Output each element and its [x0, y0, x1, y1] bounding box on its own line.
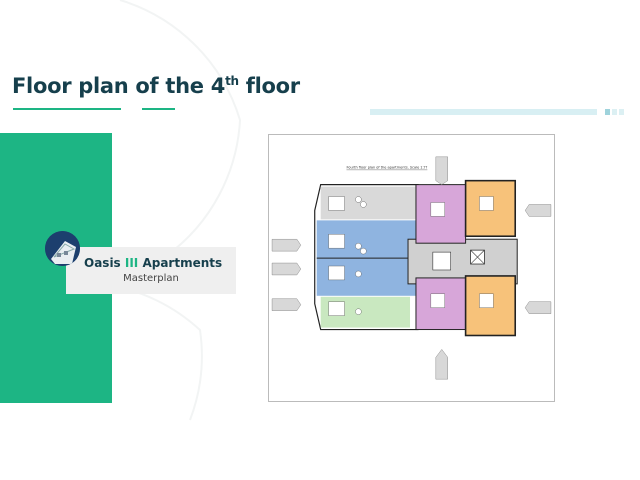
title-text-tail: floor [238, 74, 300, 98]
decorative-square [619, 109, 624, 115]
page-title: Floor plan of the 4th floor [12, 74, 300, 98]
project-name-part: Apartments [138, 256, 223, 270]
title-underline-short [142, 108, 175, 110]
apartment-tags [271, 156, 552, 380]
furniture [328, 196, 494, 316]
title-superscript: th [225, 74, 239, 88]
title-underline [13, 108, 121, 110]
decorative-bar [370, 109, 597, 115]
building-thumbnail [45, 231, 80, 266]
stairs [432, 251, 452, 271]
project-card [66, 247, 236, 294]
floor-plan-caption: Fourth floor plan of the apartments. Sca… [346, 166, 427, 170]
decorative-square [605, 109, 610, 115]
project-name-part: Oasis [84, 256, 125, 270]
decorative-square [612, 109, 617, 115]
project-subtitle: Masterplan [123, 273, 179, 284]
project-name-highlight: III [124, 256, 139, 270]
title-text: Floor plan of the 4 [12, 74, 226, 98]
project-name: Oasis III Apartments [84, 256, 222, 270]
floor-plan-image: Fourth floor plan of the apartments. Sca… [268, 134, 555, 402]
